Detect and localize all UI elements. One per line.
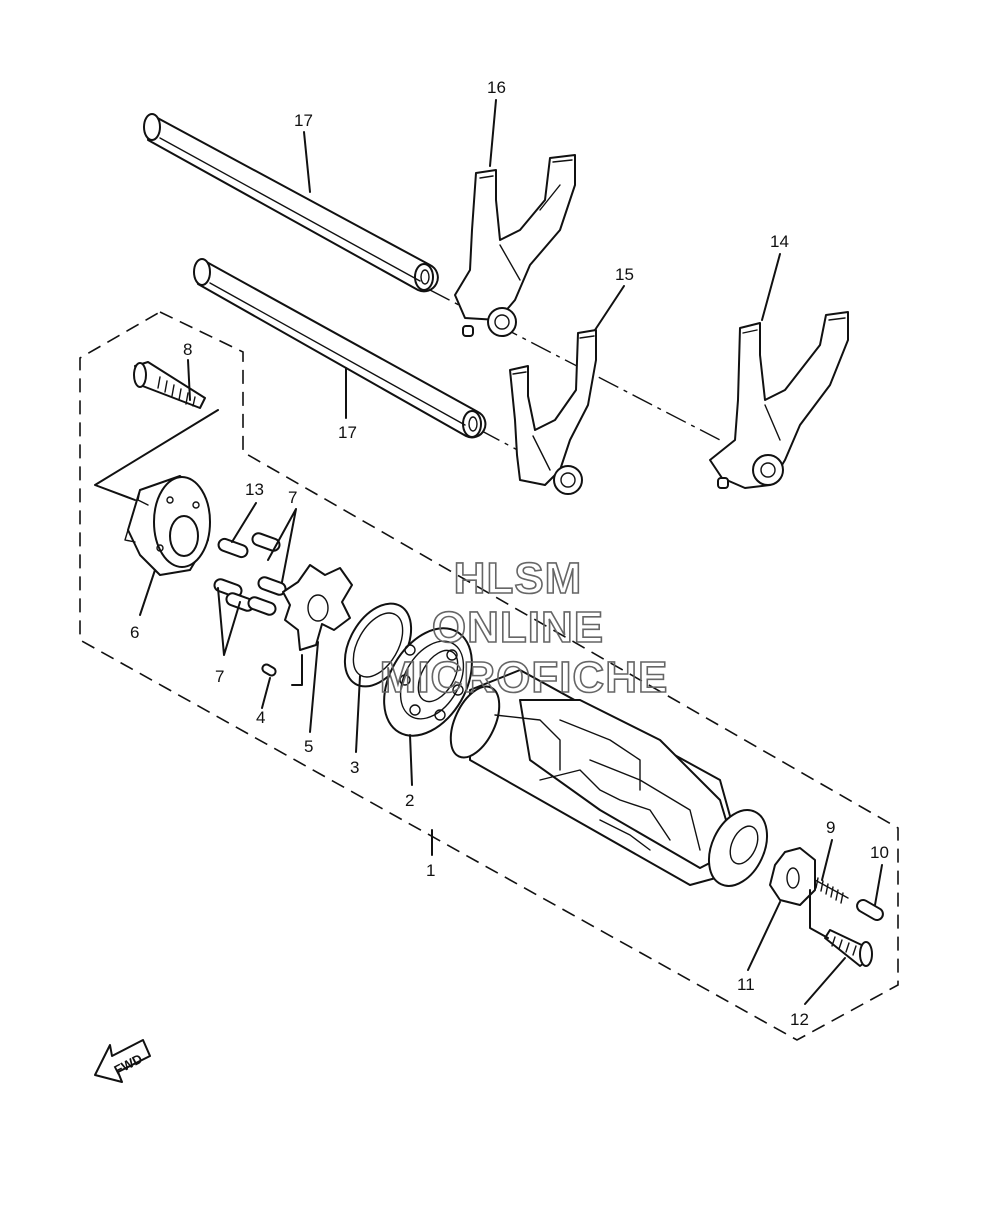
callout-11: 11: [737, 975, 755, 994]
plunger-10: [856, 899, 884, 921]
callout-6: 6: [130, 623, 139, 642]
spring-9: [814, 877, 849, 904]
leader-lines: [94, 99, 883, 1005]
segment-6: [124, 475, 211, 576]
callout-7-lower: 7: [215, 667, 224, 686]
callout-3: 3: [350, 758, 359, 777]
callout-7-upper: 7: [288, 488, 297, 507]
watermark-line-2: ONLINE: [432, 603, 604, 652]
segment-plate-5: [282, 564, 353, 651]
callout-5: 5: [304, 737, 313, 756]
callout-17-lower: 17: [338, 423, 357, 442]
stopper-lever-11: [769, 847, 816, 906]
shift-fork-14: [709, 311, 849, 489]
callout-4: 4: [256, 708, 265, 727]
dowel-pin-4: [261, 663, 277, 677]
callout-15: 15: [615, 265, 634, 284]
segment-plate-5-hole: [307, 594, 329, 622]
callout-12: 12: [790, 1010, 809, 1029]
callout-16: 16: [487, 78, 506, 97]
watermark-line-1: HLSM: [454, 554, 583, 603]
callout-14: 14: [770, 232, 789, 251]
pins-7-upper: [251, 532, 287, 596]
shift-fork-16: [454, 154, 576, 337]
screw-12: [824, 929, 873, 967]
callout-17-upper: 17: [294, 111, 313, 130]
watermark: HLSM ONLINE MICROFICHE: [379, 553, 669, 703]
pin-13: [217, 537, 249, 559]
shift-fork-15: [509, 329, 597, 495]
fwd-arrow: FWD: [94, 1039, 151, 1083]
callout-13: 13: [245, 480, 264, 499]
callout-10: 10: [870, 843, 889, 862]
callout-9: 9: [826, 818, 835, 837]
assembly-boundary: [79, 311, 899, 1041]
shift-fork-shaft-lower: [193, 258, 487, 439]
watermark-line-3: MICROFICHE: [380, 653, 669, 702]
shift-fork-shaft-upper: [143, 113, 439, 293]
callout-8: 8: [183, 340, 192, 359]
callout-1: 1: [426, 861, 435, 880]
callout-2: 2: [405, 791, 414, 810]
screw-8: [133, 361, 206, 409]
bearing-2: [383, 627, 473, 737]
shift-drum: [449, 669, 769, 887]
